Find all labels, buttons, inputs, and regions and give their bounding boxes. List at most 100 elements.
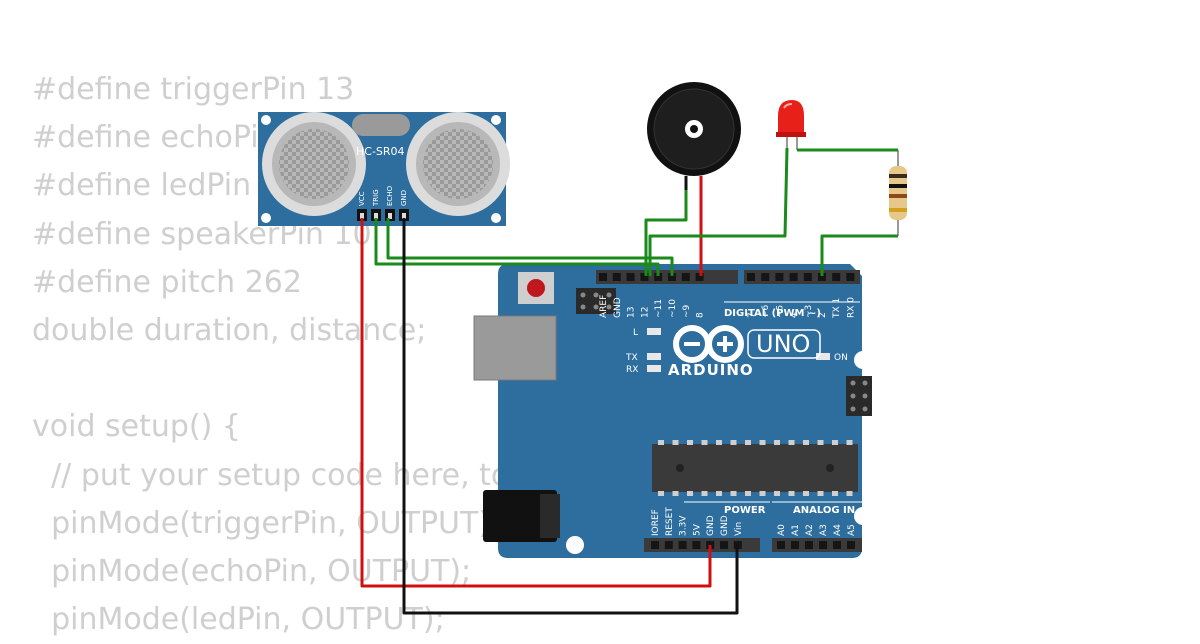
piezo-buzzer[interactable] [647,82,741,190]
header-pin[interactable] [777,541,785,549]
sensor-pin-label: TRIG [372,189,380,207]
header-pin[interactable] [692,541,701,549]
header-pin[interactable] [695,273,704,281]
led-tx [647,353,661,360]
header-pin[interactable] [681,273,690,281]
led-l [647,328,661,335]
red-led[interactable] [776,100,806,150]
header-pin[interactable] [846,273,855,281]
header-pin[interactable] [651,541,659,549]
ultrasonic-sensor[interactable]: HC-SR04 VCC TRIG ECHO GND [258,112,510,226]
pin-label: ~9 [682,304,692,318]
header-pin[interactable] [819,541,827,549]
pin-label: 12 [640,307,650,318]
header-pin[interactable] [775,273,784,281]
header-pin[interactable] [720,541,728,549]
header-pin[interactable] [612,273,621,281]
wire-led-gnd [648,147,789,276]
pin-label: 13 [627,307,637,318]
pin-label: ~5 [775,305,785,318]
pin-label: ~10 [668,299,678,318]
transducer-left [279,129,349,199]
icsp-header-right [846,376,872,416]
header-pin[interactable] [832,273,841,281]
pin-label: 5V [692,523,702,536]
header-pin[interactable] [640,273,649,281]
header-pin[interactable] [791,541,799,549]
led-tx-label: TX [625,353,638,363]
power-header-label: POWER [724,505,766,516]
pin-label: 4 [790,312,800,318]
mounting-hole [854,507,872,525]
led-rx-label: RX [626,365,638,375]
pin-label: A4 [833,524,843,536]
transducer-right [423,129,493,199]
board-model: UNO [756,330,810,358]
code-line: pinMode(echoPin, OUTPUT); [32,553,472,589]
header-pin[interactable] [805,541,813,549]
header-pin[interactable] [761,273,770,281]
icsp-header [576,288,616,314]
pin-label: 8 [696,312,706,318]
power-jack [483,490,557,542]
crystal-oscillator [352,114,410,136]
wire-trig [374,218,660,276]
pin-label: 7 [747,312,757,318]
sensor-pin-label: ECHO [386,185,394,206]
pin-label: TX 1 [832,298,842,319]
board-brand: ARDUINO [668,361,754,379]
header-pin[interactable] [599,273,607,281]
pin-label: GND [720,515,730,536]
pin-label: ~11 [654,299,664,318]
analog-header-label: ANALOG IN [793,505,855,516]
mounting-hole [854,351,872,369]
microcontroller-chip [652,440,858,496]
sensor-label: HC-SR04 [356,145,405,158]
led-rx [647,365,661,372]
header-pin[interactable] [626,273,635,281]
digital-header-label: DIGITAL (PWM ~) [724,308,821,319]
code-line: #define pitch 262 [32,264,302,300]
wire-gnd [402,218,739,615]
pin-label: RESET [665,507,675,536]
header-pin[interactable] [818,273,826,281]
sensor-pin-label: VCC [358,191,366,206]
wire-echo [386,218,674,276]
header-pin[interactable] [803,273,812,281]
wire-vcc [360,218,712,588]
header-pin[interactable] [654,273,663,281]
led-on [816,353,830,360]
pin-label: GND [613,297,623,318]
pin-label: IOREF [651,509,661,536]
code-line: pinMode(triggerPin, OUTPUT); [32,505,501,541]
pin-label: Vin [734,522,744,536]
pin-label: A0 [777,524,787,536]
wire-resistor-pin [820,234,898,276]
header-pin[interactable] [664,541,673,549]
header-pin[interactable] [833,541,841,549]
pin-label: 3.3V [679,515,689,536]
wires [360,147,898,615]
header-pin[interactable] [847,541,855,549]
led-l-label: L [633,328,638,338]
pin-label: RX 0 [846,297,856,318]
header-pin[interactable] [678,541,687,549]
header-pin[interactable] [789,273,798,281]
pin-label: A5 [847,524,857,536]
code-line: #define triggerPin 13 [32,72,355,107]
sensor-pin-label: GND [400,190,408,206]
pin-label: ~3 [804,305,814,318]
code-line: void setup() { [32,409,241,445]
header-pin[interactable] [747,273,755,281]
header-pin[interactable] [668,273,676,281]
pin-label: A3 [819,524,829,536]
pin-label: AREF [599,295,609,318]
pin-label: A1 [791,524,801,536]
resistor[interactable] [889,150,907,236]
mounting-hole [566,536,584,554]
